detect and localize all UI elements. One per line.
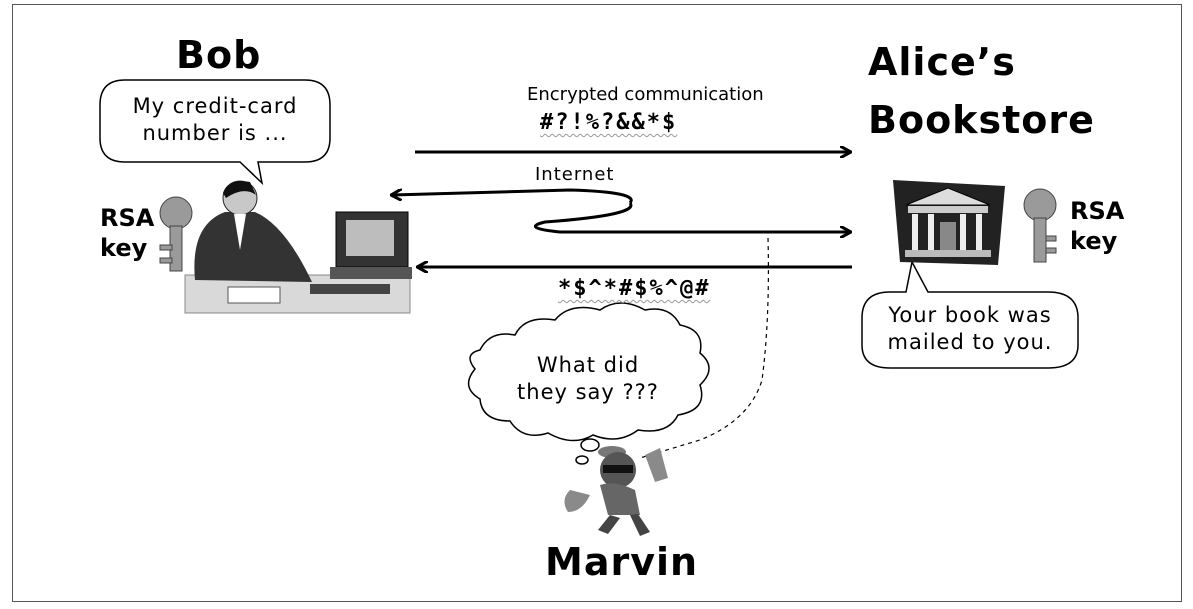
internet-label: Internet [535, 164, 615, 185]
encrypted-communication-label: Encrypted communication [527, 84, 764, 105]
cipher-text-top: #?!%?&&*$ [540, 110, 678, 135]
bob-key-label-line-1: RSA [100, 204, 155, 232]
cipher-text-bottom: *$^*#$%^@# [558, 276, 711, 301]
alice-key-label-line-1: RSA [1070, 197, 1125, 225]
alice-key-icon [1023, 188, 1057, 263]
marvin-thought-cloud [467, 302, 710, 465]
bookstore-building-icon [893, 180, 1005, 265]
bob-speech-bubble [99, 79, 331, 186]
marvin-thought-line-1: What did [536, 353, 640, 377]
alice-key-label-line-2: key [1070, 227, 1118, 255]
alice-name: Alice’s Bookstore [868, 33, 1095, 149]
bob-key-label-line-2: key [100, 234, 148, 262]
alice-key-label: RSA key [1070, 196, 1124, 256]
bob-key-icon [159, 196, 193, 272]
marvin-name: Marvin [545, 540, 699, 584]
internet-wavy-path [392, 188, 850, 232]
bob-speech-text: My credit-card number is ... [100, 93, 330, 147]
alice-speech-bubble [861, 259, 1079, 369]
marvin-thought-line-2: they say ??? [517, 380, 659, 404]
bob-at-computer-icon [184, 180, 412, 314]
alice-name-line-2: Bookstore [868, 98, 1095, 142]
alice-name-line-1: Alice’s [868, 40, 1016, 84]
bob-key-label: RSA key [100, 203, 154, 263]
bob-speech-line-1: My credit-card [132, 94, 298, 118]
alice-speech-text: Your book was mailed to you. [862, 302, 1078, 356]
bob-name: Bob [176, 33, 262, 77]
eavesdrop-dashed-line [639, 237, 769, 459]
marvin-thought-text: What did they say ??? [478, 352, 698, 406]
bob-speech-line-2: number is ... [142, 121, 288, 145]
marvin-eavesdropper-icon [564, 446, 668, 536]
alice-speech-line-2: mailed to you. [887, 330, 1053, 354]
alice-speech-line-1: Your book was [888, 303, 1052, 327]
